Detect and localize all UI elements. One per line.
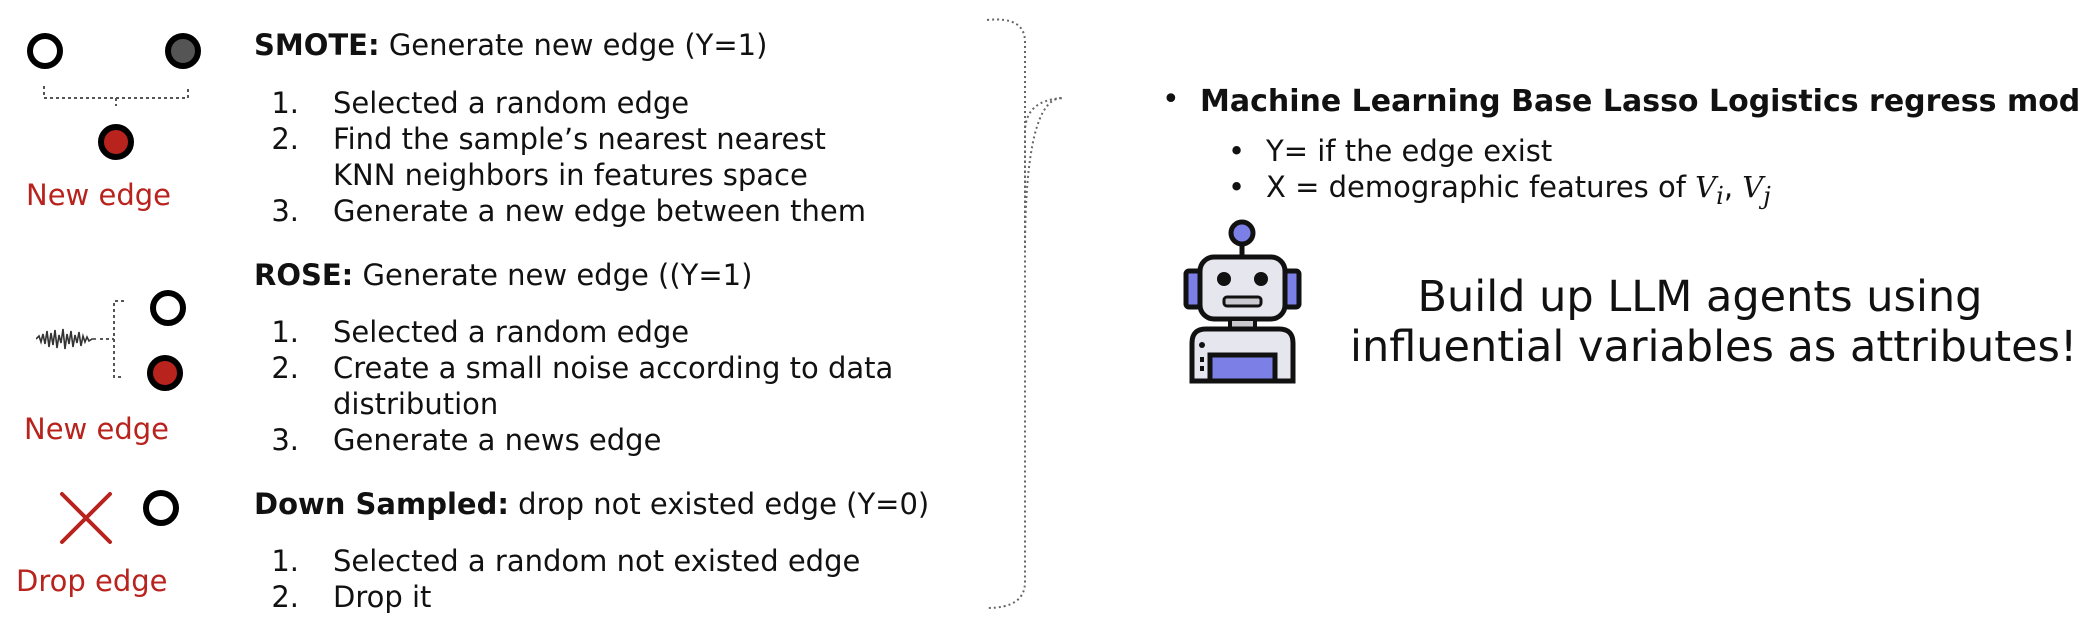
smote-heading: SMOTE: Generate new edge (Y=1) — [254, 28, 767, 62]
existing-node-icon — [143, 490, 179, 526]
drop-cross-icon — [60, 492, 112, 544]
rose-title: ROSE: — [254, 258, 354, 292]
step-text: Selected a random edge — [333, 315, 690, 349]
step-number: 2. — [271, 122, 299, 156]
smote-title: SMOTE: — [254, 28, 380, 62]
new-node-icon — [98, 124, 134, 160]
list-item: Y= if the edge exist — [1228, 133, 1771, 169]
list-item: 1. Selected a random not existed edge — [254, 543, 860, 579]
y-definition: Y= if the edge exist — [1266, 134, 1553, 168]
step-text: Create a small noise according to data — [333, 351, 894, 385]
list-item: 2. Drop it — [254, 579, 860, 615]
robot-icon — [1183, 219, 1302, 384]
rose-new-edge-label: New edge — [24, 412, 169, 446]
j-subscript: j — [1763, 181, 1771, 210]
list-item: 3. Generate a new edge between them — [254, 193, 866, 229]
step-text: distribution — [333, 387, 499, 421]
i-subscript: i — [1716, 181, 1724, 210]
step-text: Generate a new edge between them — [333, 194, 866, 228]
separator: , — [1723, 170, 1734, 204]
smote-subtitle: Generate new edge (Y=1) — [388, 28, 768, 62]
x-definition: X = demographic features of — [1266, 170, 1686, 204]
v-i-math: Vi — [1695, 170, 1724, 210]
step-text: Selected a random not existed edge — [333, 544, 861, 578]
list-item: X = demographic features of Vi, Vj — [1228, 169, 1771, 214]
rose-new-node-icon — [147, 355, 183, 391]
step-number: 3. — [271, 423, 299, 457]
list-item: 2. Create a small noise according to data… — [254, 350, 893, 422]
step-number: 2. — [271, 580, 299, 614]
step-text: KNN neighbors in features space — [333, 158, 808, 192]
noise-waveform-icon — [36, 328, 96, 350]
callout-line-2: influential variables as attributes! — [1350, 322, 2078, 372]
llm-agents-callout: Build up LLM agents using influential va… — [1350, 272, 2077, 372]
down-title: Down Sampled: — [254, 487, 509, 521]
step-text: Selected a random edge — [333, 86, 690, 120]
step-number: 2. — [271, 351, 299, 385]
callout-line-1: Build up LLM agents using — [1417, 272, 1983, 322]
rose-node-icon — [150, 290, 186, 326]
model-sub-bullets: Y= if the edge exist X = demographic fea… — [1228, 133, 1771, 214]
target-node-icon — [165, 33, 201, 69]
model-bullet: • Machine Learning Base Lasso Logistics … — [1162, 82, 2080, 119]
list-item: 1. Selected a random edge — [254, 85, 866, 121]
grouping-brace-icon — [986, 18, 1064, 609]
step-number: 3. — [271, 194, 299, 228]
rose-heading: ROSE: Generate new edge ((Y=1) — [254, 258, 752, 292]
rose-subtitle: Generate new edge ((Y=1) — [362, 258, 753, 292]
smote-steps: 1. Selected a random edge 2. Find the samp… — [254, 85, 866, 229]
smote-new-edge-label: New edge — [26, 178, 171, 212]
down-subtitle: drop not existed edge (Y=0) — [518, 487, 930, 521]
step-number: 1. — [271, 86, 299, 120]
step-number: 1. — [271, 315, 299, 349]
rose-steps: 1. Selected a random edge 2. Create a smal… — [254, 314, 893, 458]
v-symbol: V — [1742, 170, 1764, 204]
v-symbol: V — [1695, 170, 1717, 204]
drop-edge-label: Drop edge — [16, 564, 168, 598]
step-text: Generate a news edge — [333, 423, 662, 457]
rose-bracket-icon — [100, 300, 124, 378]
list-item: 1. Selected a random edge — [254, 314, 893, 350]
step-text: Drop it — [333, 580, 432, 614]
step-text: Find the sample’s nearest nearest — [333, 122, 826, 156]
model-bullet-text: Machine Learning Base Lasso Logistics re… — [1200, 84, 2080, 119]
v-j-math: Vj — [1742, 170, 1770, 210]
step-number: 1. — [271, 544, 299, 578]
smote-bracket-icon — [43, 86, 189, 106]
list-item: 3. Generate a news edge — [254, 422, 893, 458]
down-heading: Down Sampled: drop not existed edge (Y=0… — [254, 487, 929, 521]
down-steps: 1. Selected a random not existed edge 2. D… — [254, 543, 860, 615]
source-node-icon — [27, 33, 63, 69]
bullet-dot: • — [1162, 82, 1180, 117]
